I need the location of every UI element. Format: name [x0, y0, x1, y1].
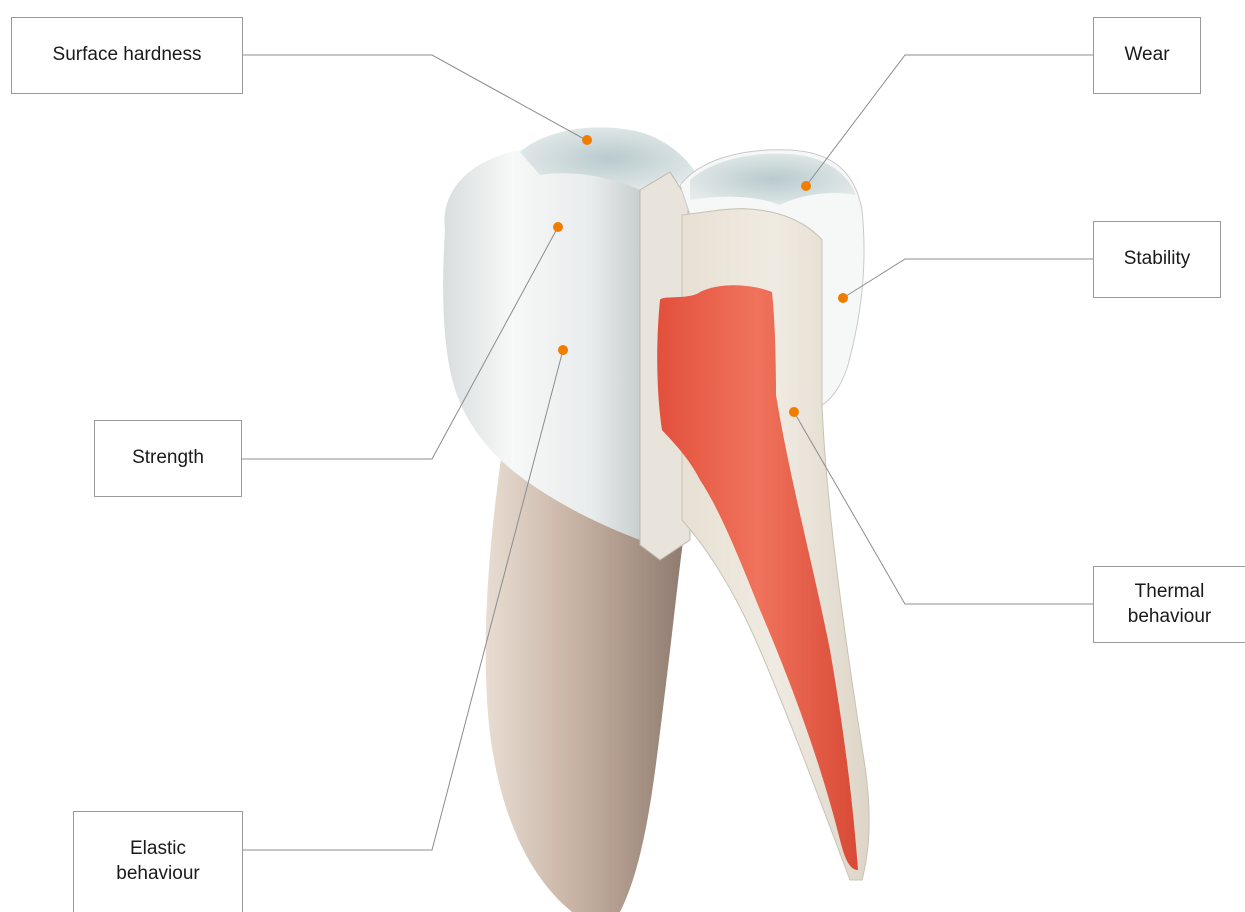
label-strength-text: Strength — [132, 446, 204, 471]
label-surface-hardness-text: Surface hardness — [53, 43, 202, 68]
marker-stability — [838, 293, 848, 303]
marker-strength — [553, 222, 563, 232]
label-elastic-behaviour: Elastic behaviour — [73, 811, 243, 912]
label-elastic-behaviour-text: Elastic behaviour — [116, 837, 199, 886]
leader-line-wear — [806, 55, 1093, 186]
label-thermal-behaviour-text: Thermal behaviour — [1128, 580, 1211, 629]
label-thermal-behaviour: Thermal behaviour — [1093, 566, 1245, 643]
label-stability-text: Stability — [1124, 247, 1191, 272]
label-stability: Stability — [1093, 221, 1221, 298]
label-surface-hardness: Surface hardness — [11, 17, 243, 94]
leader-line-surface-hardness — [243, 55, 586, 140]
label-strength: Strength — [94, 420, 242, 497]
label-wear-text: Wear — [1124, 43, 1169, 68]
marker-thermal — [789, 407, 799, 417]
label-wear: Wear — [1093, 17, 1201, 94]
marker-surface-hardness — [582, 135, 592, 145]
marker-elastic — [558, 345, 568, 355]
leader-line-stability — [843, 259, 1093, 298]
marker-wear — [801, 181, 811, 191]
left-crown — [443, 143, 640, 540]
leader-line-thermal — [794, 412, 1093, 604]
